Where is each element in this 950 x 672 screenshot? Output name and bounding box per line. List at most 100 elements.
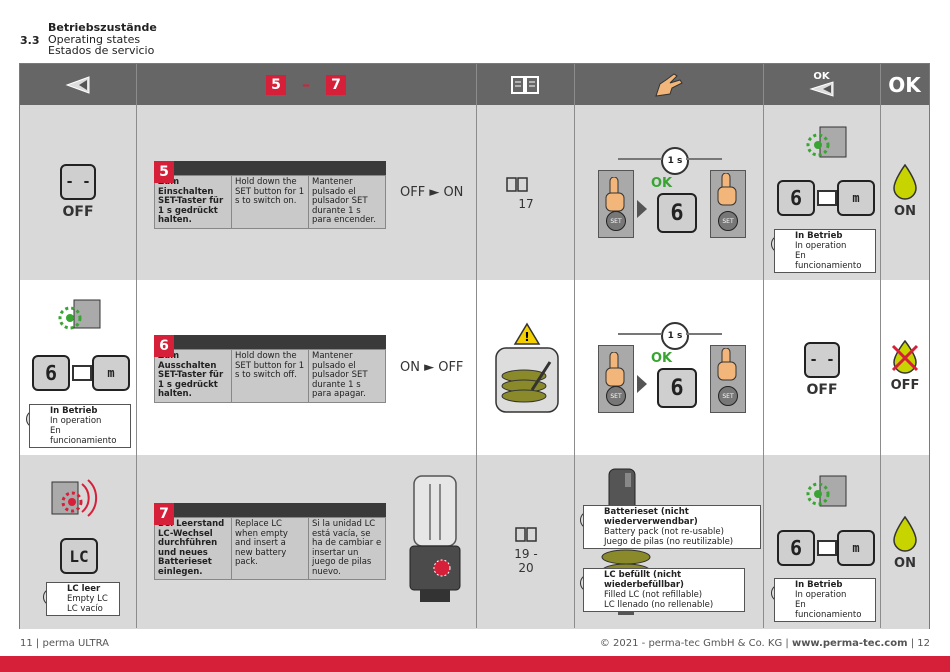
lubricator-unit-icon [408, 474, 462, 606]
product-name: perma ULTRA [42, 638, 109, 649]
drop-label: ON [894, 204, 916, 219]
section-title-de: Betriebszustände [48, 21, 157, 34]
header-ok-cell: OK [880, 64, 929, 105]
row1-state: - - OFF [60, 164, 96, 220]
instruction-step-7: 7 Bei Leerstand LC-Wechsel durchführen u… [154, 503, 386, 580]
footer-left: 11 | perma ULTRA [20, 638, 109, 649]
lcd-transition-display: 6 m [32, 355, 130, 391]
row1-page-ref: 17 [506, 177, 546, 211]
instruction-es: Mantener pulsado el pulsador SET durante… [312, 351, 368, 399]
set-button-panel: SET [598, 345, 634, 413]
row2-result: - - OFF [804, 342, 840, 398]
instruction-es: Mantener pulsado el pulsador SET durante… [312, 177, 376, 225]
step-number: 6 [154, 335, 174, 357]
set-button: SET [718, 386, 738, 406]
instruction-de: Bei Leerstand LC-Wechsel durchführen und… [155, 518, 232, 579]
section-titles: Betriebszustände Operating states Estado… [48, 22, 157, 57]
copyright: © 2021 - perma-tec GmbH & Co. KG [599, 638, 783, 649]
legend-empty-lc: LC leer Empty LC LC vacío [46, 582, 120, 616]
book-icon [506, 177, 528, 192]
instruction-step-6: 6 Zum Ausschalten SET-Taster für 1 s ged… [154, 335, 386, 403]
instruction-en: Hold down the SET button for 1 s to swit… [232, 350, 309, 402]
lubricant-drop-icon [893, 515, 917, 552]
set-button: SET [718, 211, 738, 231]
ok-indicator: OK [651, 351, 673, 366]
lcd-transition-display: 6 m [777, 530, 875, 566]
set-button-panel: SET [598, 170, 634, 238]
step-range-start: 5 [266, 74, 286, 95]
set-button: SET [606, 211, 626, 231]
section-number: 3.3 [20, 34, 40, 47]
footer-bar [0, 656, 950, 672]
ok-indicator: OK [651, 176, 673, 191]
legend-filled-lc: LC befüllt (nicht wiederbefüllbar) Fille… [583, 568, 745, 612]
lubricant-drop-crossed-icon [891, 339, 919, 374]
set-button: SET [606, 386, 626, 406]
legend-in-operation: In Betrieb In operation En funcionamient… [774, 229, 876, 273]
set-button-panel: SET [710, 170, 746, 238]
table-header [20, 64, 929, 105]
book-icon [511, 75, 539, 94]
led-red-blink-icon [50, 476, 106, 520]
book-icon [515, 527, 537, 542]
legend-battery-pack: Batterieset (nicht wiederverwendbar) Bat… [583, 505, 761, 549]
double-arrow-icon [72, 365, 92, 381]
eye-icon [65, 75, 90, 94]
section-title-en: Operating states [48, 32, 141, 46]
arrow-right-icon [637, 375, 647, 393]
double-arrow-icon [817, 540, 837, 556]
eye-icon [808, 81, 833, 97]
legend-in-operation: In Betrieb In operation En funcionamient… [29, 404, 131, 448]
arrow-right-icon [637, 200, 647, 218]
lcd-digit: 6 [32, 355, 70, 391]
lcd-off-display: - - [60, 164, 96, 200]
header-book-cell [476, 64, 574, 105]
lcd-unit: m [837, 530, 875, 566]
hand-release-icon [717, 173, 737, 206]
page-number-right: 12 [917, 638, 930, 649]
instruction-step-5: 5 Zum Einschalten SET-Taster für 1 s ged… [154, 161, 386, 229]
lubricant-drop-icon [893, 163, 917, 200]
lcd-digit: 6 [777, 180, 815, 216]
led-blink-icon [52, 298, 102, 336]
page-reference: 17 [518, 197, 534, 211]
footer-right: © 2021 - perma-tec GmbH & Co. KG | www.p… [599, 638, 930, 649]
page-reference: 19 - 20 [514, 547, 538, 575]
hand-press-icon [605, 177, 625, 212]
legend-in-operation: In Betrieb In operation En funcionamient… [774, 578, 876, 622]
timer-icon: 1 s [661, 322, 689, 350]
operating-states-table: 5 – 7 OK OK - - OFF [19, 63, 930, 629]
lc-inspection-icon: ! [494, 320, 560, 415]
lcd-lc-display: LC [60, 538, 98, 574]
page-number-left: 11 [20, 638, 33, 649]
transition-on-off: ON ► OFF [400, 360, 464, 375]
lcd-unit: m [92, 355, 130, 391]
double-arrow-icon [817, 190, 837, 206]
instruction-de: Zum Einschalten SET-Taster für 1 s gedrü… [155, 176, 232, 228]
led-blink-icon [800, 125, 848, 165]
drop-on: ON [892, 515, 918, 571]
hand-release-icon [717, 348, 737, 381]
header-ok-small: OK [813, 71, 830, 82]
section-title-es: Estados de servicio [48, 44, 155, 57]
set-button-panel: SET [710, 345, 746, 413]
header-ok-eye-cell: OK [763, 64, 880, 105]
drop-label: OFF [890, 378, 920, 393]
row3-page-ref: 19 - 20 [506, 527, 546, 575]
timer-icon: 1 s [661, 147, 689, 175]
drop-on: ON [892, 163, 918, 219]
svg-text:!: ! [524, 330, 529, 344]
website-link[interactable]: www.perma-tec.com [791, 638, 908, 649]
state-off-label: OFF [62, 204, 94, 220]
lcd-off-display: - - [804, 342, 840, 378]
drop-off: OFF [890, 339, 920, 393]
step-range-end: 7 [326, 74, 346, 95]
hand-icon [654, 72, 683, 97]
drop-label: ON [894, 556, 916, 571]
hand-press-icon [605, 352, 625, 387]
instruction-de: Zum Ausschalten SET-Taster für 1 s gedrü… [155, 350, 232, 402]
led-blink-icon [800, 474, 848, 514]
lcd-value: 6 [657, 193, 697, 233]
transition-off-on: OFF ► ON [400, 185, 464, 200]
header-ok-label: OK [888, 72, 921, 97]
